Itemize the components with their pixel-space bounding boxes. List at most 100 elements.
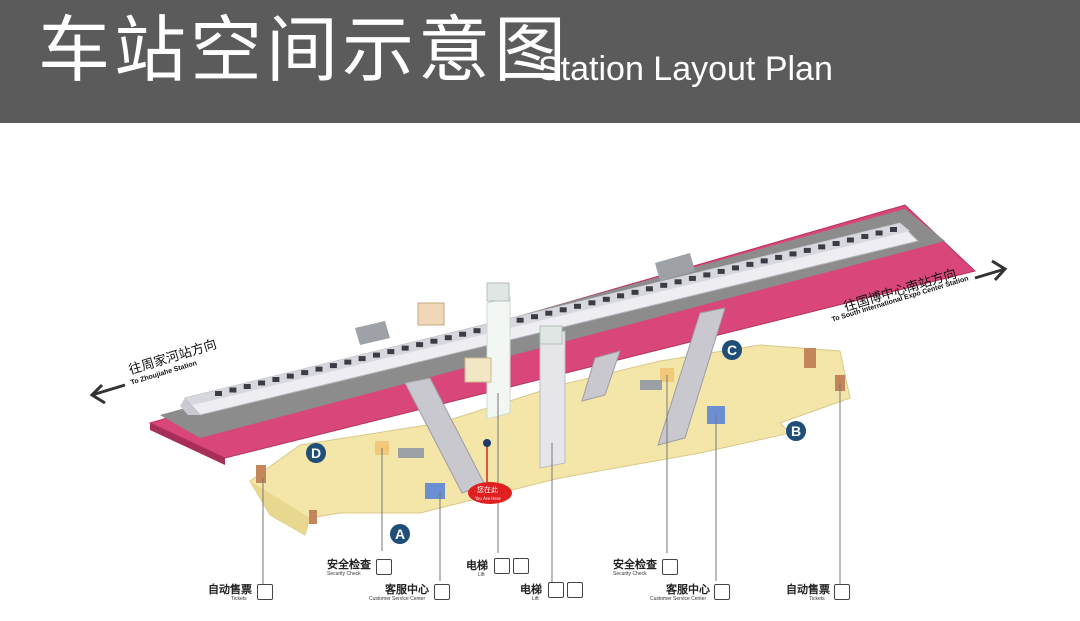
train-window (602, 296, 610, 302)
facility-sub: Security Check (327, 571, 361, 577)
gates-left (398, 448, 424, 458)
facility-label: 客服中心 (385, 583, 429, 596)
facility-label: 安全检查 (327, 558, 371, 571)
facility-sub: Tickets (809, 596, 825, 602)
page-subtitle: Station Layout Plan (538, 50, 833, 88)
facility-label: 客服中心 (666, 583, 710, 596)
you-are-here-sub: You Are Here (475, 496, 501, 501)
arrow-left-head (89, 383, 106, 405)
concourse-edge (250, 481, 310, 535)
facility-label: 电梯 (466, 559, 488, 572)
escalator-c (657, 307, 726, 446)
wheelchair-icon (548, 582, 564, 598)
train-window (272, 377, 280, 382)
train-window (358, 356, 366, 362)
arrow-left-line (91, 383, 126, 397)
entrance-b-badge: B (786, 421, 806, 441)
facility-sub: Tickets (231, 596, 247, 602)
train-window (890, 227, 897, 232)
facility-sub: Customer Service Center (369, 596, 426, 602)
platform-edge (150, 423, 225, 465)
you-are-here-label: 您在此 (477, 486, 498, 494)
train-window (473, 328, 481, 334)
train-window (818, 244, 826, 250)
train-window (258, 380, 266, 386)
train-window (301, 370, 309, 376)
lift-icon (513, 558, 529, 574)
train-window (746, 261, 754, 267)
customer-service-icon (434, 584, 450, 600)
train-window (803, 247, 811, 253)
elevator-top (486, 282, 510, 302)
train-windows (215, 227, 897, 396)
ticket-machine-right (804, 348, 816, 368)
train-window (444, 335, 452, 341)
train-window (688, 275, 696, 281)
arrow-right-line (974, 267, 1006, 280)
train-window (861, 234, 869, 239)
train-window (229, 387, 237, 393)
stair-booth-2 (464, 357, 492, 383)
train-window (373, 352, 380, 358)
page-title: 车站空间示意图 (38, 8, 571, 92)
train-window (717, 268, 725, 274)
facility-label: 自动售票 (786, 583, 830, 596)
escalator-mid (581, 350, 621, 402)
elevator-top-2 (539, 325, 563, 345)
ticket-machine-icon (257, 584, 273, 600)
train-window (559, 307, 567, 313)
you-are-here-dot (483, 439, 491, 447)
train-window (760, 258, 768, 264)
train-window (703, 272, 711, 278)
escalator-top-left (355, 321, 390, 345)
you-are-here-marker (468, 482, 512, 504)
train-nose-left (180, 398, 200, 415)
train-window (416, 342, 424, 348)
train-window (315, 366, 323, 372)
facility-label: 安全检查 (613, 558, 657, 571)
train-window (674, 279, 682, 285)
train-window (531, 314, 538, 320)
train-window (430, 338, 438, 344)
facility-sub: Security Check (613, 571, 647, 577)
gates-right (640, 380, 662, 390)
facility-sub: Lift (478, 572, 485, 578)
ticket-machine-icon (834, 584, 850, 600)
train-window (617, 293, 625, 299)
header-bar: 车站空间示意图 Station Layout Plan (0, 0, 1080, 123)
ticket-machine-left-2 (309, 510, 317, 524)
station-layout-diagram (89, 204, 1008, 591)
wheelchair-icon (494, 558, 510, 574)
train-window (215, 391, 222, 396)
facility-sub: Lift (532, 596, 539, 602)
train-window (329, 363, 337, 369)
train-window (516, 317, 524, 323)
train-window (401, 345, 409, 351)
security-check-icon (662, 559, 678, 575)
train-window (387, 349, 395, 355)
entrance-d-badge: D (306, 443, 326, 463)
service-booth-left (425, 483, 445, 499)
facility-sub: Customer Service Center (650, 596, 707, 602)
escalator-top-right (655, 253, 695, 281)
train-window (875, 230, 883, 236)
train-window (344, 359, 352, 365)
train-window (459, 331, 467, 337)
train-window (660, 282, 668, 288)
train-window (645, 286, 653, 292)
train-window (832, 241, 840, 246)
facility-label: 电梯 (520, 583, 542, 596)
stair-booth (417, 302, 445, 326)
ticket-machine-left (256, 465, 266, 483)
train-window (545, 310, 553, 316)
train-window (574, 303, 581, 309)
train-window (243, 384, 251, 389)
train-window (588, 300, 596, 306)
train-window (286, 373, 294, 379)
lift-icon (567, 582, 583, 598)
train-window (631, 289, 639, 295)
security-check-icon (376, 559, 392, 575)
train-window (846, 237, 854, 243)
train-window (775, 254, 783, 260)
entrance-c-badge: C (722, 340, 742, 360)
